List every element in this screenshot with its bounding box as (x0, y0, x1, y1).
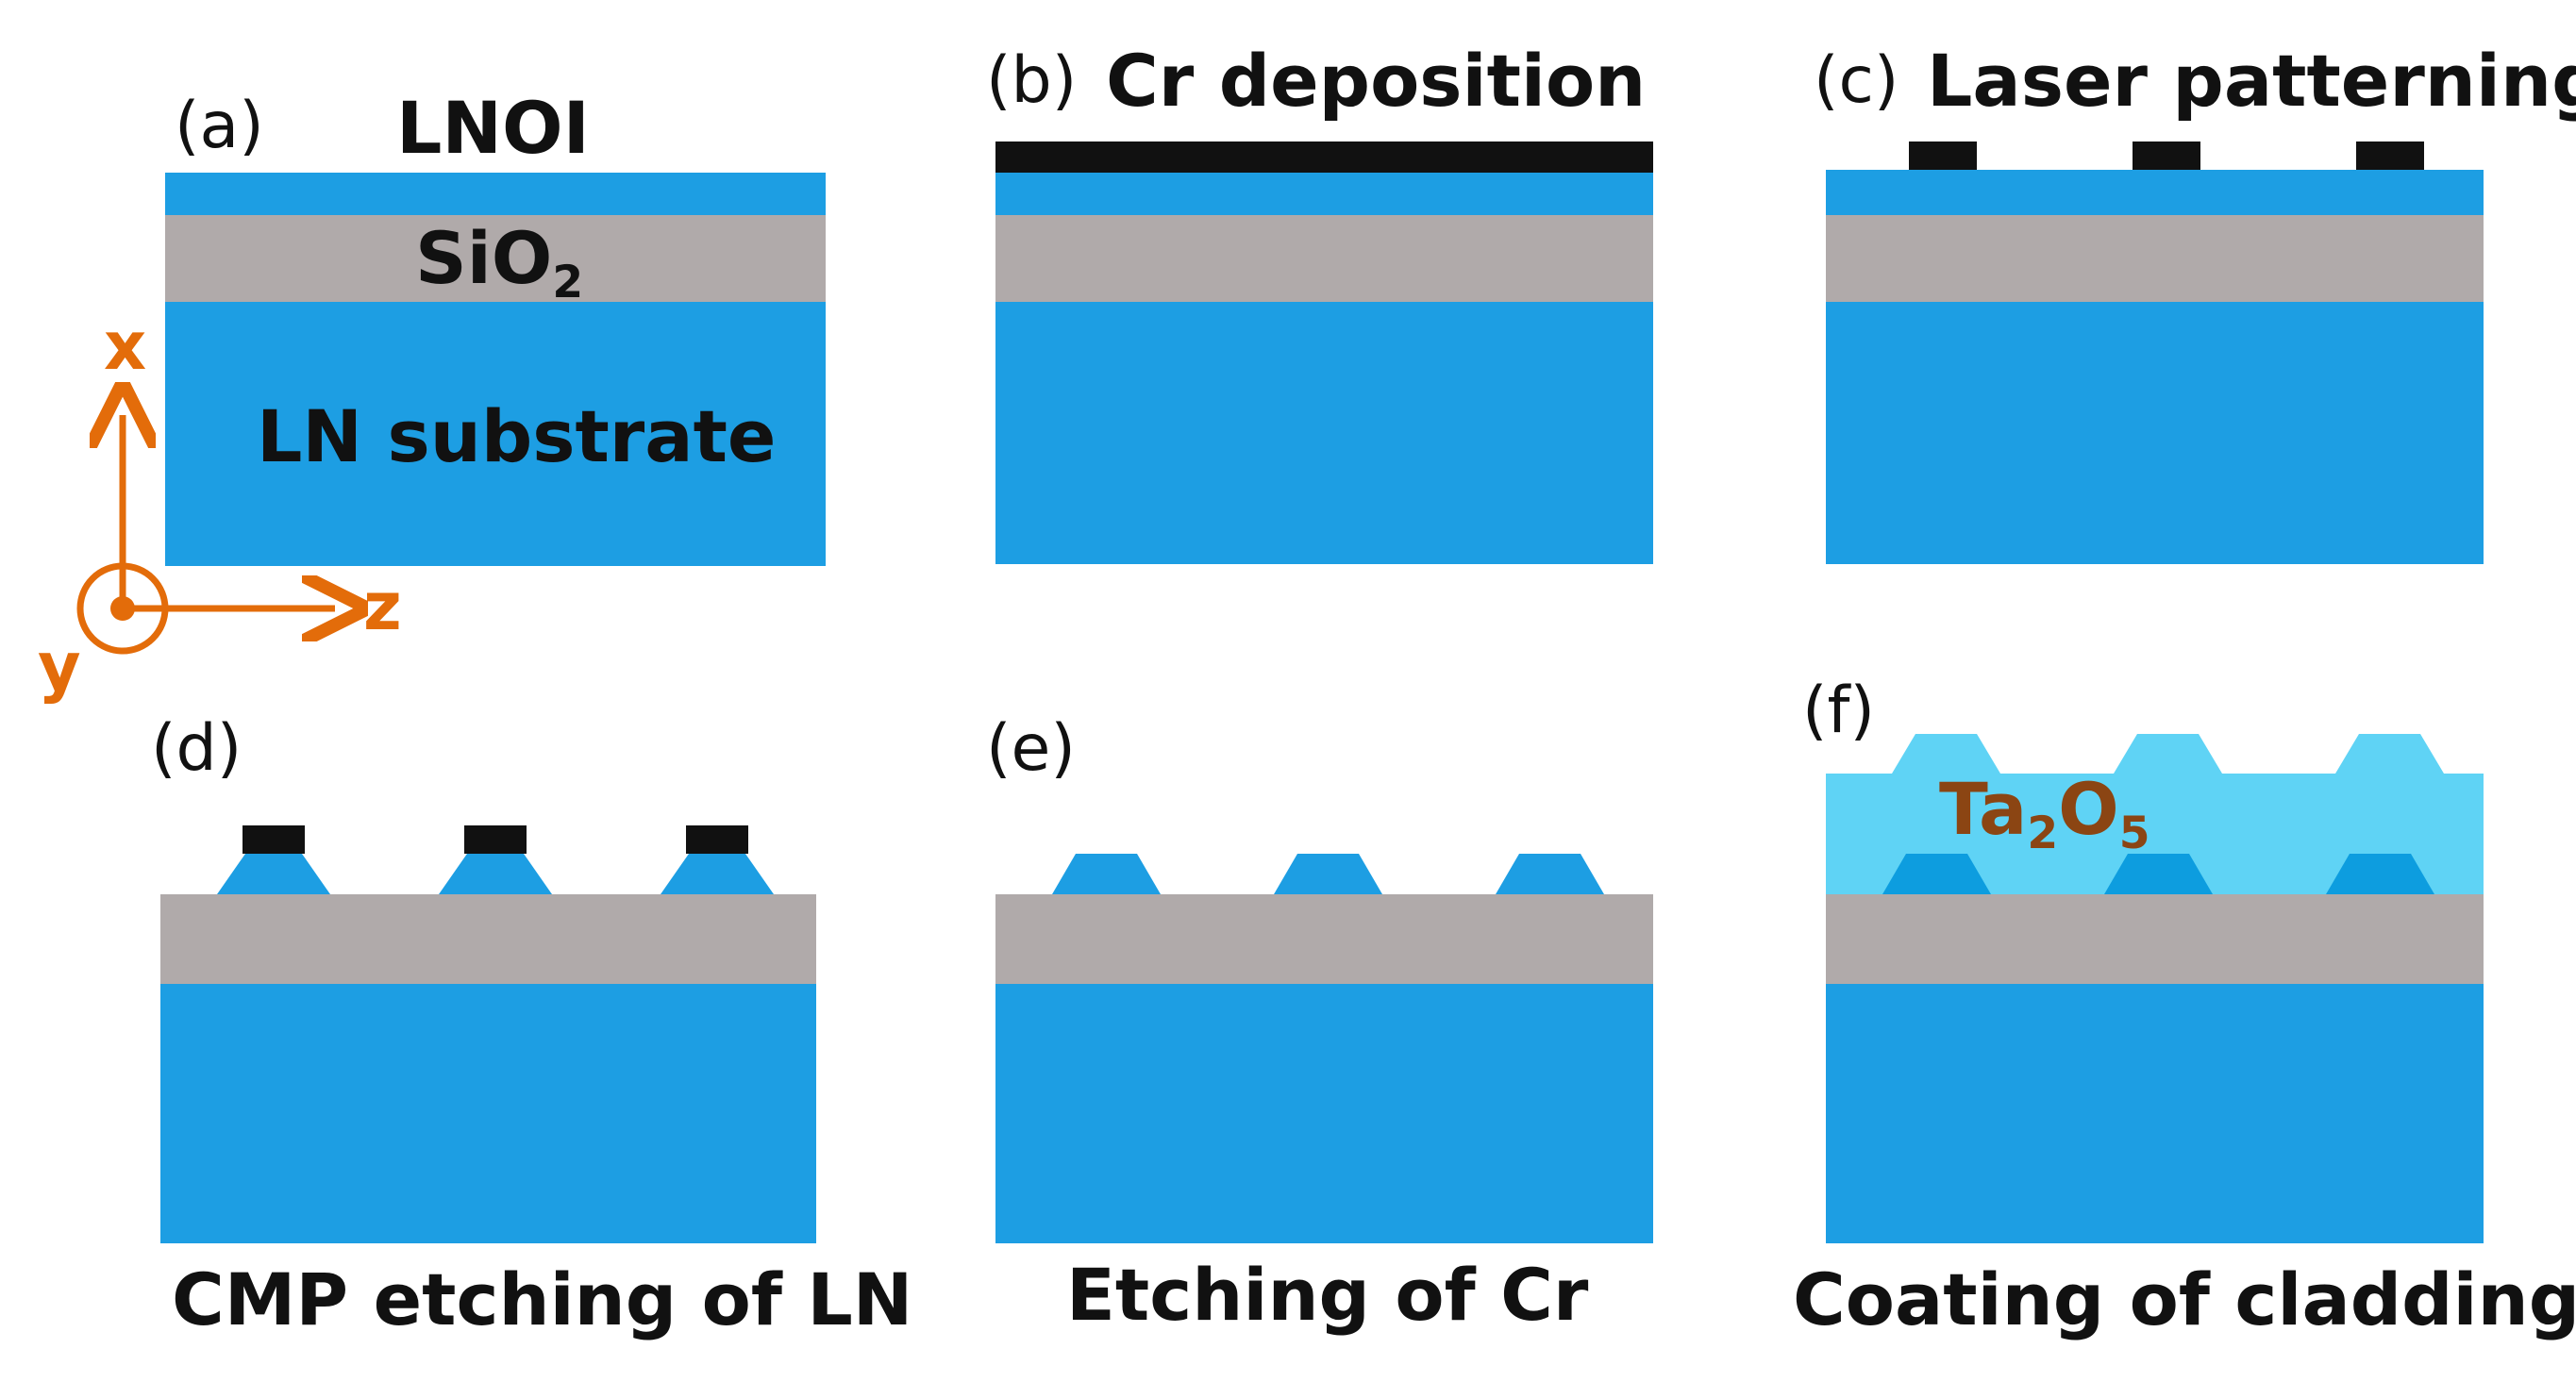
coordinate-axes (76, 415, 335, 655)
panel-e-sio2-layer (995, 894, 1653, 984)
panel-e-ln-ridge (1496, 854, 1604, 894)
x-axis-label: x (104, 308, 147, 385)
panel-d-ln-ridge (217, 854, 330, 894)
panel-e-ln-substrate (995, 984, 1653, 1243)
panel-b-tag: (b) (986, 43, 1078, 118)
panel-d-caption: CMP etching of LN (172, 1257, 913, 1341)
panel-a-ln-film (165, 173, 826, 215)
panel-f-sio2-layer (1826, 894, 2484, 984)
panel-f-cladding-label: Ta2O5 (1939, 767, 2150, 860)
panel-e-ln-ridge (1052, 854, 1161, 894)
panel-f-caption: Coating of cladding (1793, 1257, 2576, 1341)
panel-f-ln-ridge (2326, 854, 2434, 894)
panel-b-title: Cr deposition (1106, 39, 1647, 123)
y-axis-circle (76, 562, 169, 655)
panel-b-ln-substrate (995, 302, 1653, 564)
panel-b-sio2-layer (995, 215, 1653, 302)
panel-d-sio2-layer (160, 894, 816, 984)
panel-f-ln-ridge (2104, 854, 2213, 894)
panel-c-sio2-layer (1826, 215, 2484, 302)
panel-c-cr-mask (2133, 142, 2200, 170)
panel-c-ln-substrate (1826, 302, 2484, 564)
y-axis-dot (110, 596, 135, 621)
panel-a-ln-substrate (165, 302, 826, 566)
panel-b-stack (995, 142, 1653, 564)
panel-c-cr-mask (2356, 142, 2424, 170)
panel-d-stack (160, 825, 816, 1243)
panel-f-ln-ridge (1882, 854, 1991, 894)
panel-f-stack (1826, 734, 2484, 1243)
panel-d-ln-ridge (661, 854, 774, 894)
panel-e-ln-ridge (1274, 854, 1382, 894)
z-axis-label: z (363, 568, 402, 645)
panel-a-sio2-label: SiO2 (415, 216, 584, 309)
panel-c-title: Laser patterning (1927, 39, 2576, 123)
panel-c-stack (1826, 142, 2484, 564)
panel-d-cr-mask (686, 825, 748, 854)
panel-e-stack (995, 854, 1653, 1243)
panel-e-caption: Etching of Cr (1066, 1253, 1589, 1337)
panel-a-stack (165, 173, 826, 566)
panel-a-tag: (a) (175, 89, 264, 163)
panel-d-tag: (d) (151, 711, 243, 786)
panel-b-cr-layer (995, 142, 1653, 173)
panel-c-tag: (c) (1814, 43, 1899, 118)
panel-a-title: LNOI (396, 86, 590, 170)
panel-f-ta2o5-cladding (1826, 734, 2484, 894)
panel-a-substrate-label: LN substrate (257, 394, 777, 478)
panel-d-cr-mask (464, 825, 527, 854)
panel-d-cr-mask (243, 825, 305, 854)
panel-a-sio2-layer (165, 215, 826, 302)
panel-f-ln-substrate (1826, 984, 2484, 1243)
panel-f-tag: (f) (1802, 674, 1875, 748)
panel-d-ln-ridge (439, 854, 552, 894)
panel-b-ln-film (995, 173, 1653, 215)
panel-d-ln-substrate (160, 984, 816, 1243)
panel-e-tag: (e) (986, 711, 1076, 786)
panel-c-ln-film (1826, 170, 2484, 215)
panel-c-cr-mask (1909, 142, 1977, 170)
y-axis-label: y (38, 628, 81, 706)
